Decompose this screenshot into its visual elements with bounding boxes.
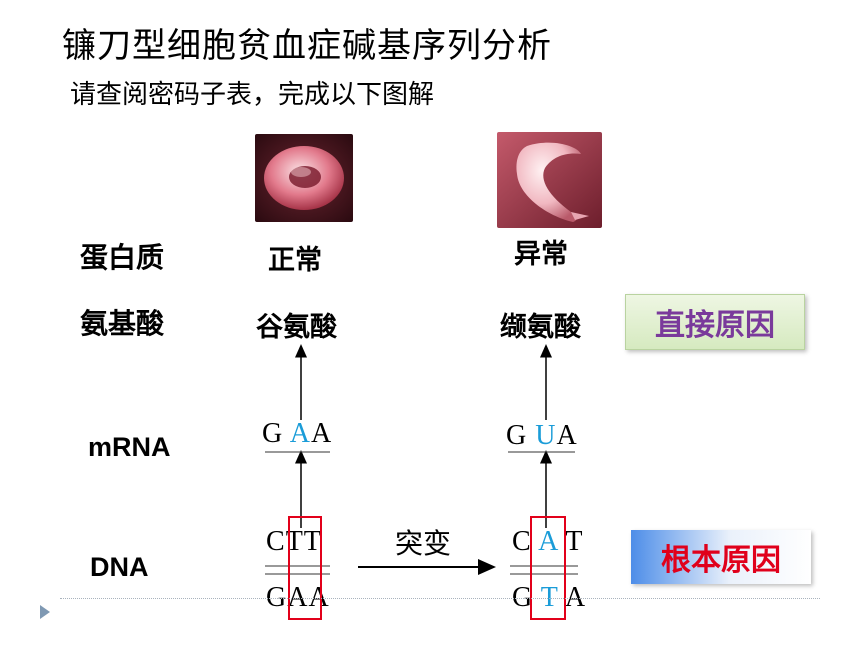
normal-dna-top-base-3: T — [303, 526, 322, 557]
row-label-amino-acid: 氨基酸 — [80, 307, 165, 340]
normal-dna-bottom-base-1: G — [266, 582, 288, 613]
slide-divider-line — [60, 598, 820, 599]
abnormal-base-pair-highlight-box — [530, 516, 566, 620]
abnormal-mrna-base-1: G — [506, 420, 528, 451]
normal-red-blood-cell-image — [255, 134, 353, 222]
direct-cause-box: 直接原因 — [625, 294, 805, 350]
abnormal-mrna-sequence: G UA — [506, 420, 578, 452]
root-cause-box: 根本原因 — [631, 530, 811, 584]
abnormal-mrna-base-2: U — [535, 420, 557, 451]
normal-amino-acid: 谷氨酸 — [256, 312, 337, 343]
slide-title: 镰刀型细胞贫血症碱基序列分析 — [62, 26, 552, 66]
normal-protein-label: 正常 — [268, 245, 322, 276]
sickle-red-blood-cell-image — [497, 132, 602, 228]
abnormal-dna-bottom-base-3: A — [564, 582, 587, 613]
abnormal-mrna-base-3: A — [556, 420, 578, 451]
root-cause-label: 根本原因 — [661, 543, 781, 578]
abnormal-dna-bottom-base-2: T — [540, 582, 559, 613]
row-label-protein: 蛋白质 — [80, 241, 165, 274]
normal-base-pair-highlight-box — [288, 516, 322, 620]
direct-cause-label: 直接原因 — [655, 308, 775, 343]
normal-mrna-sequence: G AA — [262, 418, 332, 450]
slide-bullet-icon — [40, 605, 50, 619]
abnormal-dna-top-strand: C A T — [512, 526, 583, 558]
abnormal-dna-top-base-3: T — [565, 526, 584, 557]
normal-dna-bottom-base-3: A — [308, 582, 330, 613]
normal-mrna-base-1: G — [262, 418, 284, 449]
mutation-label: 突变 — [395, 527, 452, 560]
abnormal-dna-top-base-1: C — [512, 526, 532, 557]
abnormal-dna-top-base-2: A — [538, 526, 558, 557]
normal-mrna-base-3: A — [310, 418, 333, 449]
row-label-dna: DNA — [90, 552, 149, 582]
abnormal-protein-label: 异常 — [514, 239, 568, 270]
abnormal-amino-acid: 缬氨酸 — [500, 312, 581, 343]
row-label-mrna: mRNA — [88, 432, 171, 462]
abnormal-dna-bottom-base-1: G — [512, 582, 534, 613]
normal-mrna-base-2: A — [289, 418, 311, 449]
normal-dna-bottom-base-2: A — [287, 582, 309, 613]
slide-subtitle: 请查阅密码子表，完成以下图解 — [70, 80, 435, 110]
normal-dna-top-base-1: C — [266, 526, 286, 557]
abnormal-dna-bottom-strand: G T A — [512, 582, 586, 614]
normal-dna-bottom-strand: GAA — [266, 582, 330, 614]
